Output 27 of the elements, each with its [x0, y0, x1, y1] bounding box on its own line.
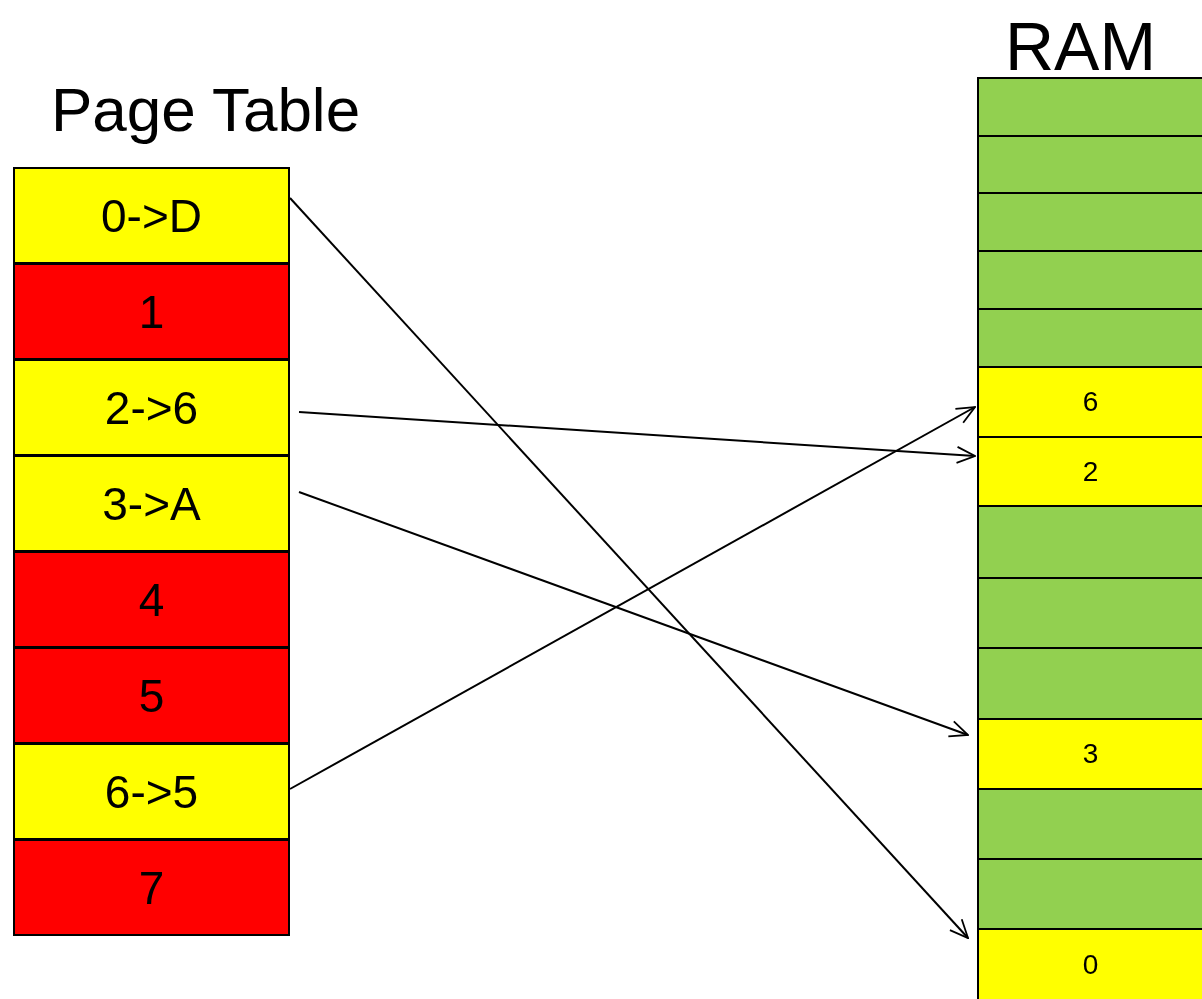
memory-frame: 0	[977, 928, 1202, 999]
page-table-entry: 4	[13, 551, 290, 648]
empty-memory-frame	[977, 577, 1202, 649]
empty-memory-frame	[977, 250, 1202, 310]
page-table-entry: 5	[13, 647, 290, 744]
empty-memory-frame	[977, 788, 1202, 860]
page-table-entry: 3->A	[13, 455, 290, 552]
arrow	[289, 406, 976, 790]
page-table-entry: 1	[13, 263, 290, 360]
page-table-entry: 0->D	[13, 167, 290, 264]
table-title: RAM	[1005, 12, 1157, 80]
arrow	[289, 197, 969, 939]
page-table-entry: 6->5	[13, 743, 290, 840]
arrow	[298, 411, 976, 464]
memory-frame: 3	[977, 718, 1202, 790]
memory-frame: 6	[977, 366, 1202, 438]
empty-memory-frame	[977, 858, 1202, 930]
memory-frame: 2	[977, 436, 1202, 507]
empty-memory-frame	[977, 192, 1202, 252]
page-table-entry: 2->6	[13, 359, 290, 456]
empty-memory-frame	[977, 505, 1202, 579]
page-table-entry: 7	[13, 839, 290, 936]
arrow	[298, 491, 969, 738]
empty-memory-frame	[977, 647, 1202, 720]
empty-memory-frame	[977, 308, 1202, 368]
empty-memory-frame	[977, 77, 1202, 137]
empty-memory-frame	[977, 135, 1202, 194]
